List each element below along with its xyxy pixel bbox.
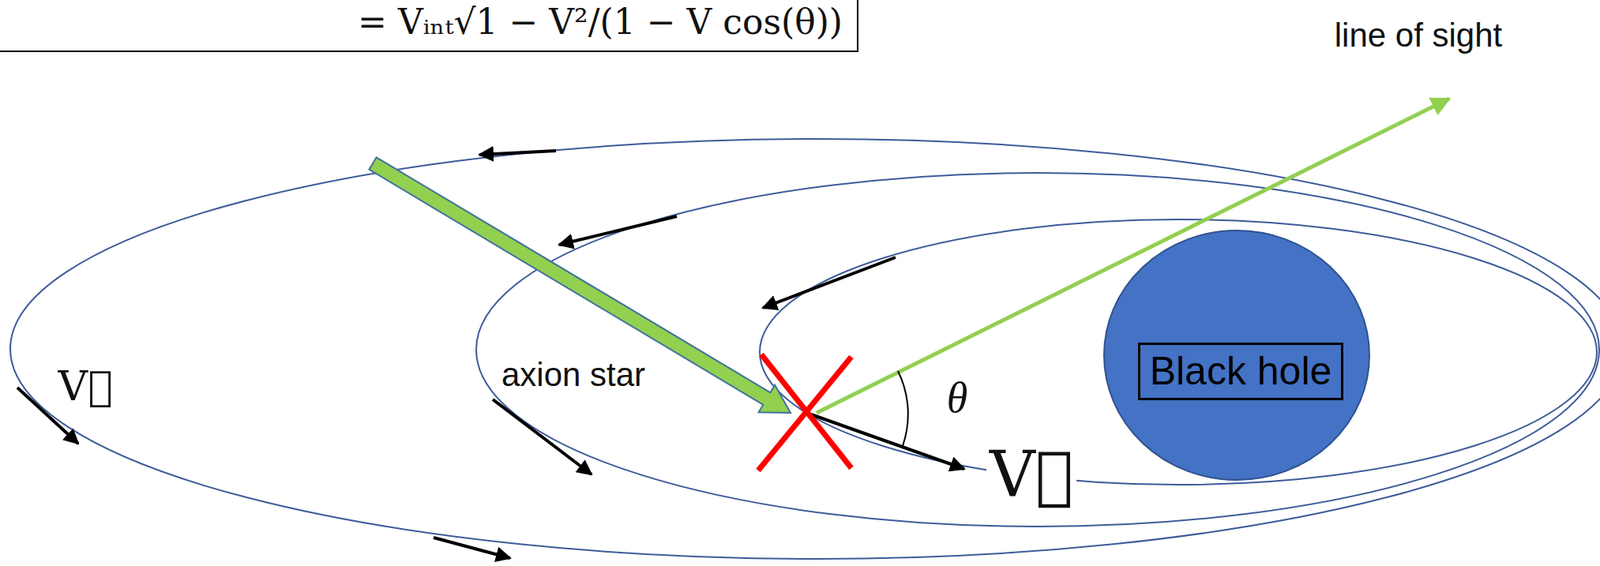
outer-orbit	[10, 138, 1600, 560]
velocity-arrow	[433, 537, 511, 559]
formula-box: = Vᵢₙₜ√1 − V²/(1 − V cos(θ))	[0, 0, 859, 53]
object-label: axion star	[498, 356, 649, 394]
velocity-arrow	[492, 399, 592, 475]
angle-symbol: θ	[943, 375, 972, 422]
angle-arc	[897, 371, 909, 447]
velocity-symbol: V⃗	[986, 440, 1077, 511]
middle-orbit	[476, 172, 1600, 527]
line-of-sight-arrow	[816, 98, 1450, 414]
velocity-arrows	[17, 150, 965, 559]
velocity-symbol: V⃗	[55, 364, 117, 410]
velocity-arrow	[559, 216, 677, 245]
axion-star-cross	[758, 354, 852, 471]
velocity-arrow	[762, 257, 896, 308]
axis-label: line of sight	[1331, 17, 1506, 54]
velocity-arrow	[811, 414, 965, 470]
incoming-block-arrow	[368, 157, 791, 414]
black-hole-disc	[1104, 230, 1370, 481]
node-text: Black hole	[1149, 349, 1333, 394]
inner-orbit	[759, 219, 1597, 485]
black-hole-box: Black hole	[1138, 342, 1345, 401]
cross-stroke	[758, 356, 852, 471]
velocity-arrow	[479, 150, 556, 155]
